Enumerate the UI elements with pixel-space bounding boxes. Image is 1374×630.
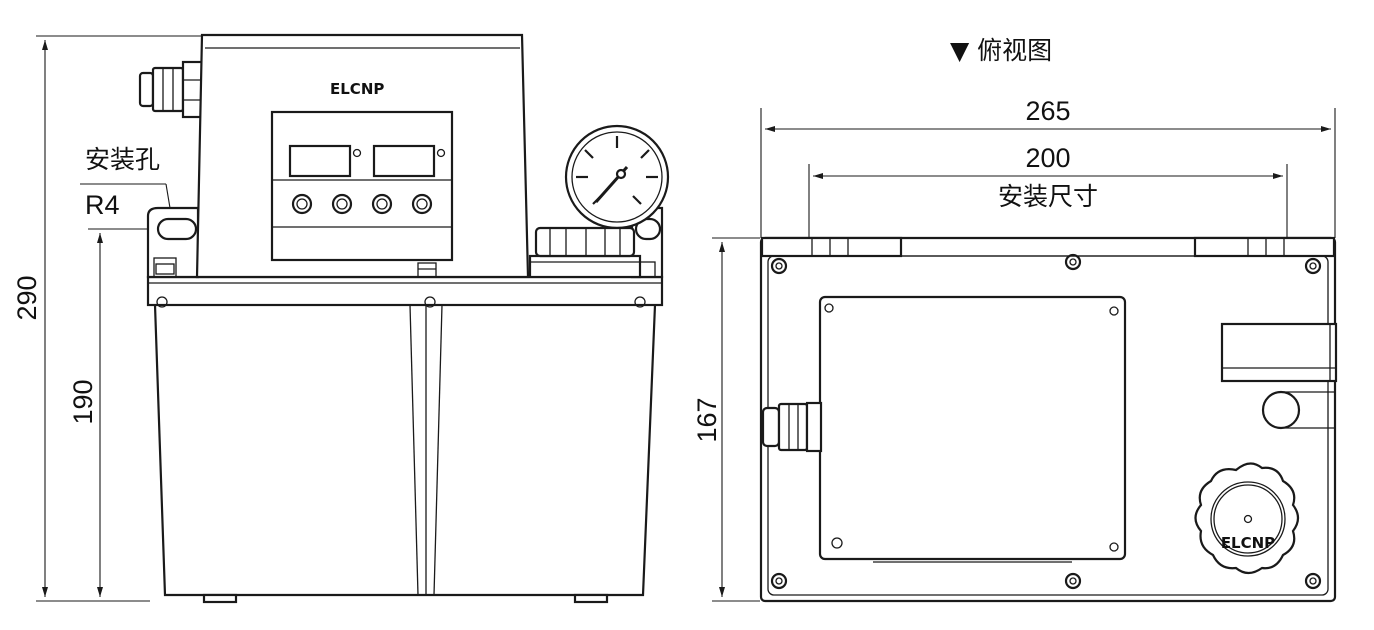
dimension-overall-width: 265 (760, 96, 1336, 238)
dim-depth-label: 167 (692, 397, 722, 442)
corner-screws (770, 253, 1322, 590)
mount-spacing-caption: 安装尺寸 (998, 182, 1098, 211)
control-panel (270, 110, 454, 262)
pressure-gauge (564, 124, 670, 230)
dim-mount-height-label: 190 (68, 379, 98, 424)
top-view: ▼ 俯视图 265 200 安装尺寸 167 (692, 36, 1338, 603)
top-filler-cap: ELCNP (1194, 462, 1300, 575)
cap-logo: ELCNP (1221, 534, 1275, 552)
panel-button-4 (411, 193, 433, 215)
dimension-mount-spacing: 200 安装尺寸 (808, 143, 1288, 238)
cover-plate (818, 295, 1127, 563)
dim-mount-spacing-label: 200 (1025, 143, 1070, 173)
reservoir-tank (153, 304, 657, 604)
flange-plate (146, 206, 664, 308)
panel-button-1 (291, 193, 313, 215)
motor-housing: ELCNP (195, 33, 530, 279)
housing-logo: ELCNP (330, 80, 384, 98)
panel-button-3 (371, 193, 393, 215)
dim-overall-width-label: 265 (1025, 96, 1070, 126)
mount-hole-label: 安装孔 (85, 145, 160, 174)
dimension-mount-height: 190 (68, 228, 160, 597)
display-left (288, 144, 352, 178)
cable-gland (138, 60, 205, 119)
top-gauge-fitting (1220, 322, 1338, 430)
front-view: 290 190 安装孔 R4 (12, 33, 670, 604)
dimension-depth: 167 (692, 237, 760, 602)
dimension-total-height: 290 (12, 35, 205, 602)
dim-total-height-label: 290 (12, 275, 42, 320)
top-cable-gland (761, 401, 823, 453)
top-view-title: ▼ 俯视图 (950, 36, 1052, 65)
display-right (372, 144, 436, 178)
mount-hole-radius-label: R4 (85, 190, 120, 220)
panel-button-2 (331, 193, 353, 215)
filler-cap (528, 226, 642, 279)
